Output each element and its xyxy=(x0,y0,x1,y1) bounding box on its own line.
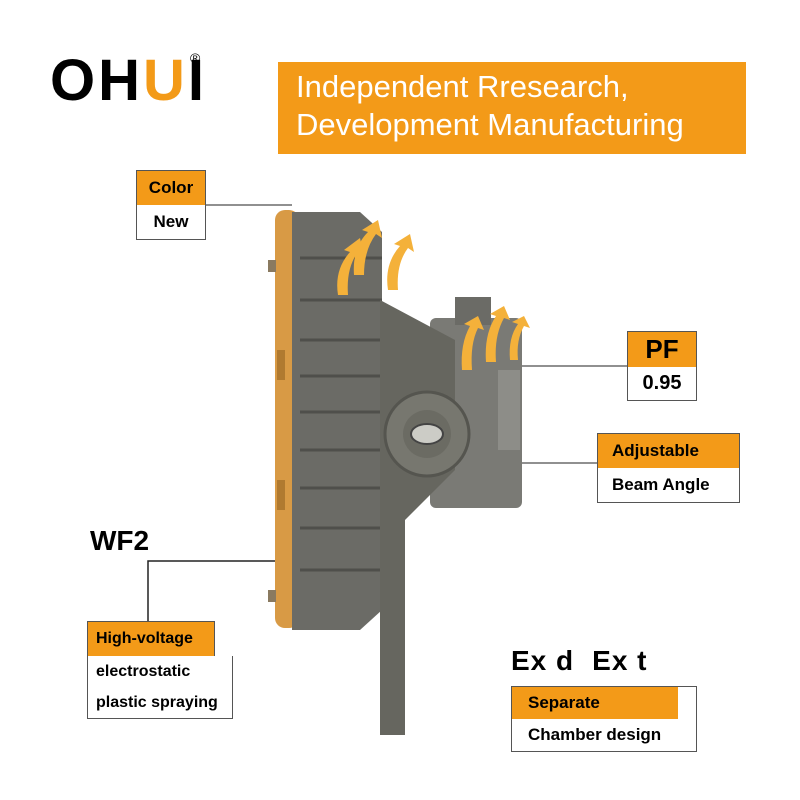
coating-label-line2: electrostatic xyxy=(96,663,191,680)
coating-label-box: High-voltage electrostatic plastic spray… xyxy=(87,621,233,723)
pf-label-value: 0.95 xyxy=(642,372,682,394)
explosion-proof-rating: Ex d Ex t xyxy=(511,645,666,677)
chamber-label-value: Chamber design xyxy=(528,725,662,744)
logo-text-suffix: I xyxy=(187,48,208,113)
adjustable-label-value: Beam Angle xyxy=(612,475,710,494)
ex-d-text: Ex d xyxy=(511,645,575,676)
leader-line-coating xyxy=(147,560,292,621)
coating-label-title: High-voltage xyxy=(87,621,215,656)
logo-text-accent: U xyxy=(143,48,188,113)
color-label-value: New xyxy=(153,212,189,231)
coating-label-line3: plastic spraying xyxy=(96,694,218,711)
banner-line-2: Development Manufacturing xyxy=(296,107,684,142)
headline-banner: Independent Rresearch, Development Manuf… xyxy=(278,62,746,154)
color-label-title: Color xyxy=(137,171,205,205)
chamber-label-title: Separate xyxy=(512,687,678,719)
banner-line-1: Independent Rresearch, xyxy=(296,69,629,104)
brand-logo: OHUI xyxy=(50,52,207,110)
color-label-box: Color New xyxy=(136,170,206,240)
finned-housing xyxy=(292,212,382,630)
rotation-knob-icon xyxy=(383,390,471,478)
mounting-bracket xyxy=(380,300,455,735)
pf-label-title: PF xyxy=(628,332,696,367)
model-label: WF2 xyxy=(90,525,150,556)
chamber-label-box: Separate Chamber design xyxy=(511,686,697,752)
logo-text-prefix: OH xyxy=(50,48,143,113)
adjustable-label-box: Adjustable Beam Angle xyxy=(597,433,740,503)
ex-t-text: Ex t xyxy=(592,645,648,676)
registered-mark: ® xyxy=(190,50,201,66)
heat-arrow-icon xyxy=(337,220,530,370)
adjustable-label-title: Adjustable xyxy=(598,434,739,468)
pf-label-box: PF 0.95 xyxy=(627,331,697,401)
